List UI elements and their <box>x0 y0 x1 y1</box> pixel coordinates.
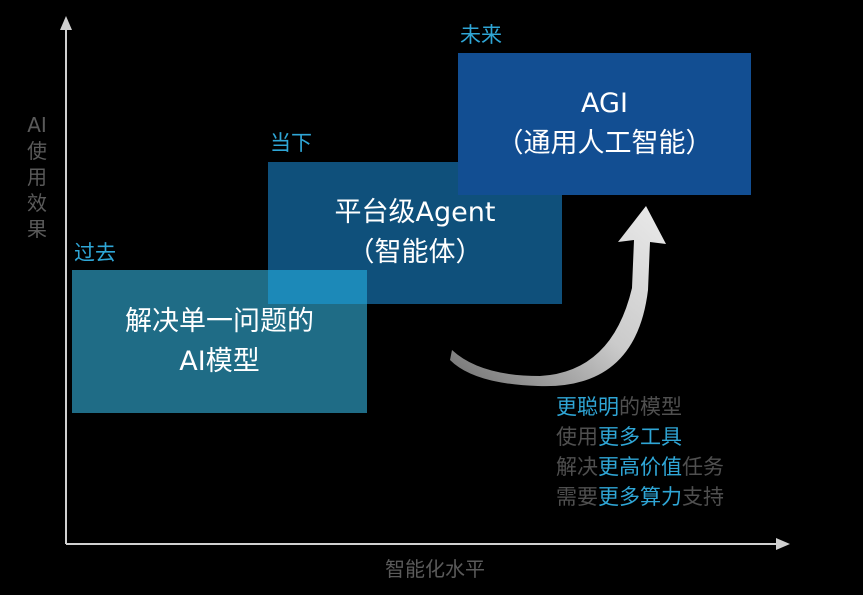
driver-line-1: 更聪明的模型 <box>556 392 724 422</box>
stage-past-line-2: AI模型 <box>179 345 260 377</box>
driver-3-plain: 解决 <box>556 455 598 479</box>
stage-box-future: AGI （通用人工智能） <box>458 53 751 195</box>
stage-tag-present: 当下 <box>270 131 312 155</box>
y-axis-label: AI 使 用 效 果 <box>27 113 47 241</box>
stage-present-line-1: 平台级Agent <box>334 197 496 228</box>
stage-tag-past: 过去 <box>74 241 116 265</box>
y-axis-arrowhead <box>60 16 72 30</box>
driver-4-rest: 支持 <box>682 485 724 509</box>
driver-3-rest: 任务 <box>682 455 724 479</box>
box-overlap-highlight <box>268 270 367 304</box>
stage-future-line-2: （通用人工智能） <box>496 128 713 159</box>
curved-progress-arrow-icon <box>450 206 666 387</box>
drivers-list: 更聪明的模型 使用更多工具 解决更高价值任务 需要更多算力支持 <box>556 392 724 512</box>
driver-4-plain: 需要 <box>556 485 598 509</box>
x-axis-label: 智能化水平 <box>385 557 485 581</box>
driver-2-highlight: 更多工具 <box>598 425 682 449</box>
driver-line-4: 需要更多算力支持 <box>556 482 724 512</box>
driver-2-plain: 使用 <box>556 425 598 449</box>
x-axis-arrowhead <box>776 538 790 550</box>
driver-1-highlight: 更聪明 <box>556 395 619 419</box>
stage-past-line-1: 解决单一问题的 <box>125 305 314 337</box>
driver-1-rest: 的模型 <box>619 395 682 419</box>
driver-line-3: 解决更高价值任务 <box>556 452 724 482</box>
stage-tag-future: 未来 <box>460 23 502 47</box>
driver-3-highlight: 更高价值 <box>598 455 682 479</box>
stage-future-line-1: AGI <box>581 88 628 119</box>
driver-line-2: 使用更多工具 <box>556 422 724 452</box>
stage-present-line-2: （智能体） <box>347 237 483 268</box>
driver-4-highlight: 更多算力 <box>598 485 682 509</box>
